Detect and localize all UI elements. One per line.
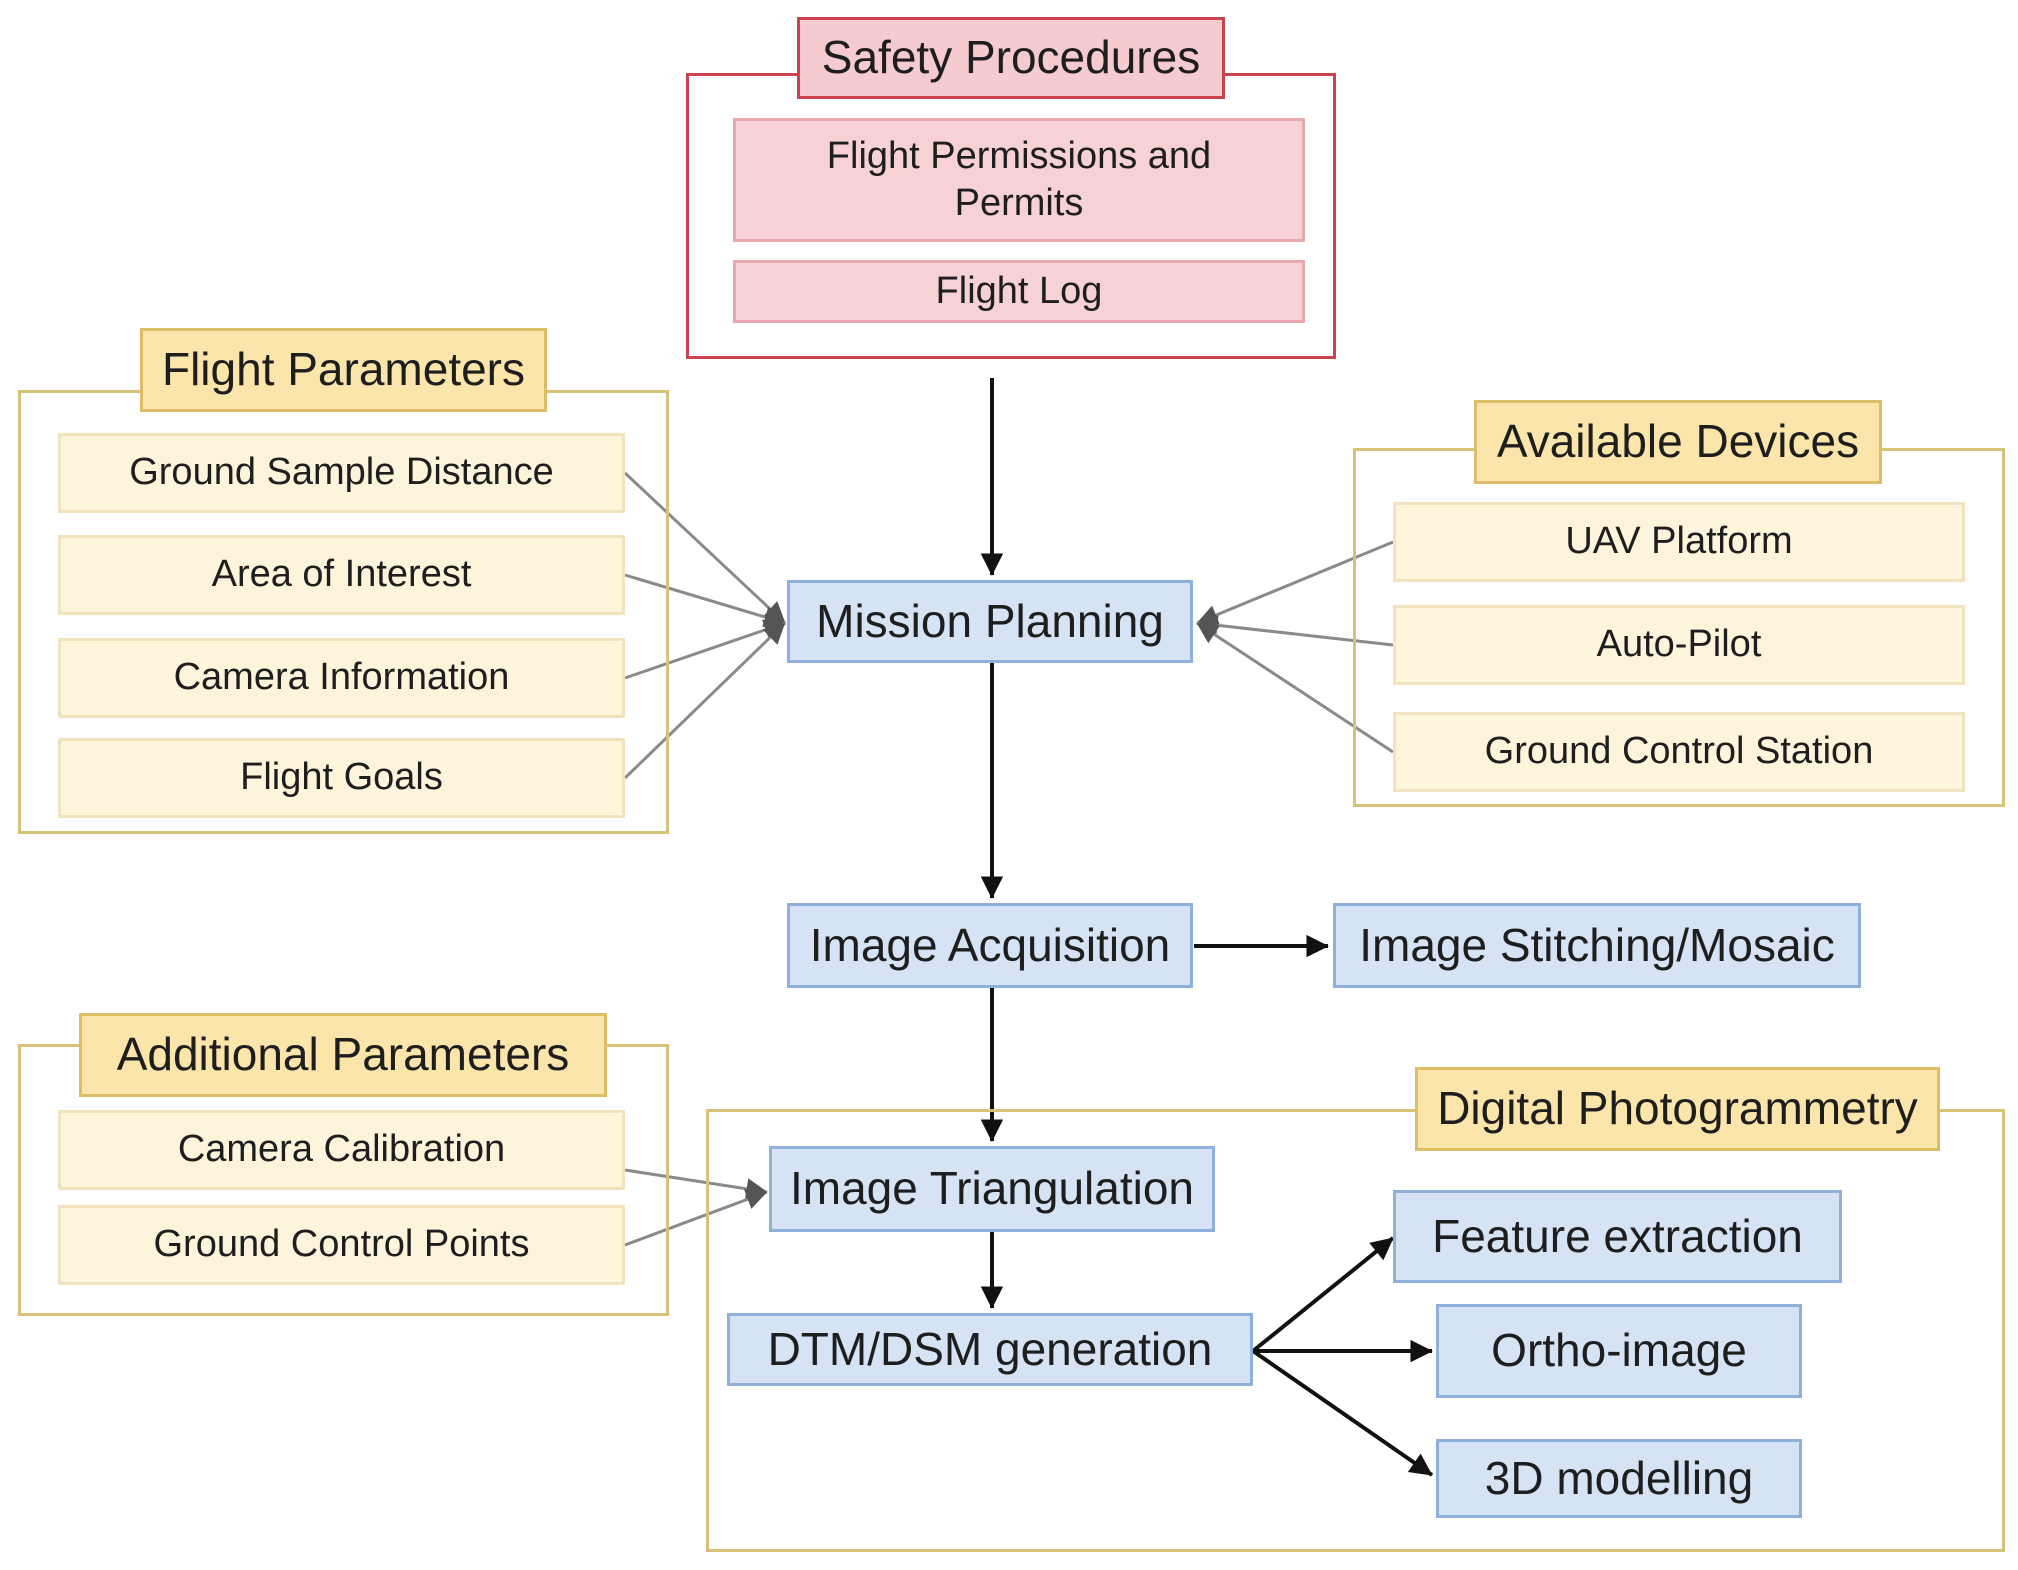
arrow-gcs-to-mission	[1196, 621, 1394, 754]
feature-extraction-box: Feature extraction	[1393, 1190, 1842, 1283]
flight-parameters-title: Flight Parameters	[140, 328, 547, 412]
flight-log-box: Flight Log	[733, 260, 1305, 323]
arrow-camera-info-to-mission	[624, 619, 786, 680]
ground-control-points-box: Ground Control Points	[58, 1205, 625, 1285]
flight-permissions-box: Flight Permissions and Permits	[733, 118, 1305, 242]
arrow-gsd-to-mission	[623, 471, 787, 625]
available-devices-title: Available Devices	[1474, 400, 1882, 484]
auto-pilot-box: Auto-Pilot	[1393, 605, 1965, 685]
arrow-flight-goals-to-mission	[623, 621, 787, 780]
arrow-dtm-to-3d-modelling	[1251, 1349, 1434, 1477]
image-stitching-mosaic-box: Image Stitching/Mosaic	[1333, 903, 1861, 988]
arrow-gcp-to-triangulation	[624, 1189, 768, 1247]
camera-information-box: Camera Information	[58, 638, 625, 718]
digital-photogrammetry-group	[706, 1109, 2005, 1552]
ground-sample-distance-box: Ground Sample Distance	[58, 433, 625, 513]
flight-goals-box: Flight Goals	[58, 738, 625, 818]
digital-photogrammetry-title: Digital Photogrammetry	[1415, 1067, 1940, 1151]
area-of-interest-box: Area of Interest	[58, 535, 625, 615]
arrow-dtm-to-feature-extraction	[1251, 1236, 1395, 1353]
image-triangulation-box: Image Triangulation	[769, 1146, 1215, 1232]
camera-calibration-box: Camera Calibration	[58, 1110, 625, 1190]
3d-modelling-box: 3D modelling	[1436, 1439, 1802, 1518]
mission-planning-box: Mission Planning	[787, 580, 1193, 663]
safety-procedures-title: Safety Procedures	[797, 17, 1225, 99]
arrow-uav-to-mission	[1196, 540, 1394, 625]
arrow-autopilot-to-mission	[1196, 615, 1394, 647]
additional-parameters-title: Additional Parameters	[79, 1013, 607, 1097]
ortho-image-box: Ortho-image	[1436, 1304, 1802, 1398]
ground-control-station-box: Ground Control Station	[1393, 712, 1965, 792]
arrow-calibration-to-triangulation	[624, 1168, 768, 1200]
image-acquisition-box: Image Acquisition	[787, 903, 1193, 988]
uav-platform-box: UAV Platform	[1393, 502, 1965, 582]
arrow-aoi-to-mission	[624, 573, 786, 628]
dtm-dsm-generation-box: DTM/DSM generation	[727, 1313, 1253, 1386]
